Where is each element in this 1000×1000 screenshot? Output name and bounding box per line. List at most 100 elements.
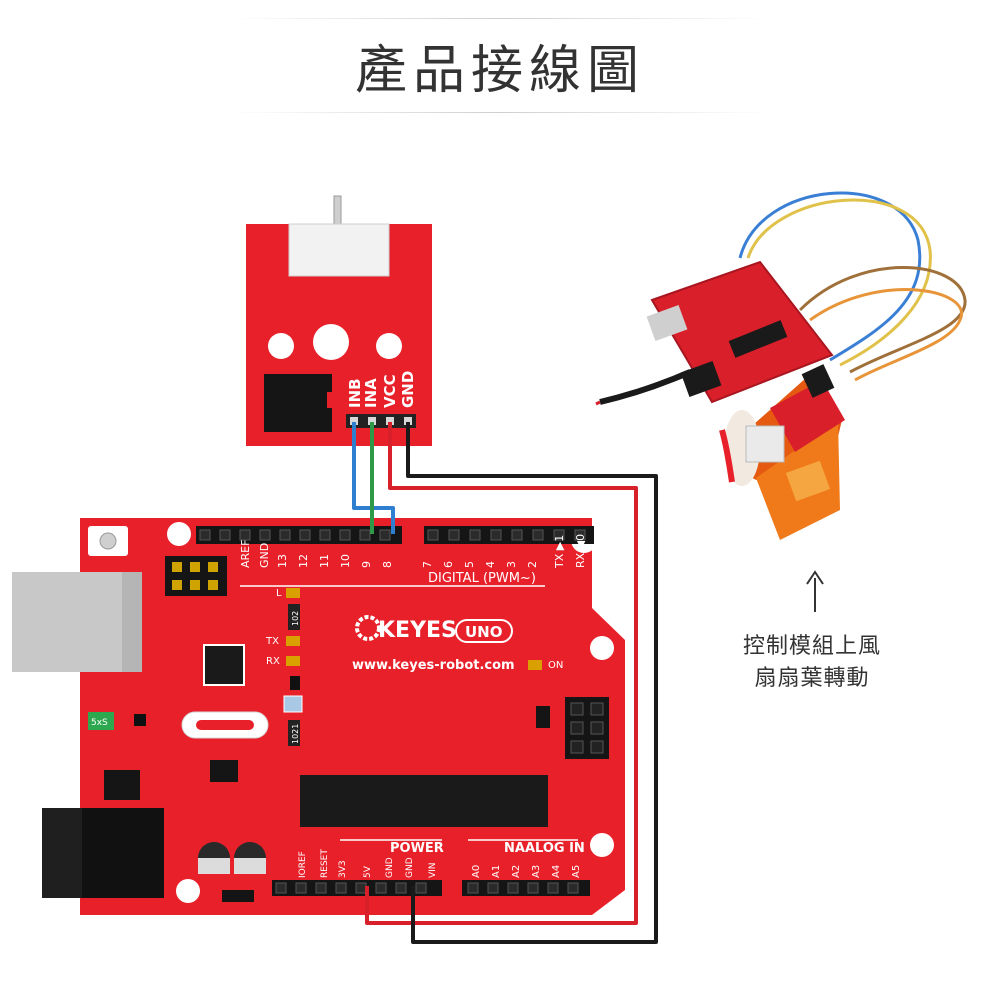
pin-label-2: 2 bbox=[526, 561, 539, 568]
svg-text:KEYES: KEYES bbox=[378, 618, 457, 643]
board-hole-4 bbox=[590, 833, 614, 857]
header-hole bbox=[448, 529, 460, 541]
pin-label-4: 4 bbox=[484, 561, 497, 568]
board-hole-3 bbox=[590, 636, 614, 660]
pin-label-12: 12 bbox=[297, 554, 310, 568]
photo-wire-orange bbox=[809, 288, 964, 382]
header-hole bbox=[275, 882, 287, 894]
pin-label-7: 7 bbox=[421, 561, 434, 568]
title-rule-bottom bbox=[230, 112, 770, 113]
led-tx bbox=[286, 636, 300, 646]
title-rule-top bbox=[230, 18, 770, 19]
mount-hole-right bbox=[376, 333, 402, 359]
pin-label-inb: INB bbox=[346, 378, 364, 408]
header-hole bbox=[553, 529, 565, 541]
keyes-logo: KEYES UNO bbox=[355, 615, 513, 643]
digital-label: DIGITAL (PWM~) bbox=[428, 571, 536, 586]
motor-shaft bbox=[333, 195, 342, 227]
pin-label-gnd: GND bbox=[258, 543, 271, 568]
module-pin-labels: INB INA VCC GND bbox=[346, 371, 417, 408]
header-hole bbox=[199, 529, 211, 541]
photo-usb bbox=[646, 304, 688, 342]
header-hole bbox=[259, 529, 271, 541]
header-hole bbox=[469, 529, 481, 541]
header-hole bbox=[299, 529, 311, 541]
led-on bbox=[528, 660, 542, 670]
analog-pin-label-a3: A3 bbox=[531, 865, 542, 878]
power-pin-label-ioref-0: IOREF bbox=[298, 851, 308, 878]
header-hole bbox=[359, 529, 371, 541]
led-l bbox=[286, 588, 300, 598]
usb-chip bbox=[203, 644, 245, 686]
power-label: POWER bbox=[390, 841, 444, 856]
photo-motor bbox=[745, 425, 785, 463]
pin-label-6: 6 bbox=[442, 561, 455, 568]
tx-label: TX bbox=[265, 636, 279, 647]
pin-label-13: 13 bbox=[276, 554, 289, 568]
header-hole bbox=[427, 529, 439, 541]
photo-wire-blue bbox=[738, 191, 922, 362]
header-hole bbox=[315, 882, 327, 894]
header-hole bbox=[319, 529, 331, 541]
power-pin-label-reset-1: RESET bbox=[320, 849, 330, 878]
caption-line-1: 控制模組上風 bbox=[742, 634, 881, 659]
driver-chip bbox=[264, 374, 332, 432]
header-hole bbox=[547, 882, 559, 894]
led-rx bbox=[286, 656, 300, 666]
usb-connector bbox=[12, 572, 142, 672]
pin-label-9: 9 bbox=[360, 561, 373, 568]
motor-body bbox=[288, 223, 390, 277]
crystal-small bbox=[283, 695, 303, 713]
digital-header-low bbox=[424, 526, 594, 544]
svg-text:UNO: UNO bbox=[465, 623, 503, 641]
page-title: 產品接線圖 bbox=[354, 41, 645, 101]
mount-hole-left bbox=[268, 333, 294, 359]
pin-label-8: 8 bbox=[381, 561, 394, 568]
product-photo bbox=[595, 191, 967, 540]
microcontroller bbox=[300, 775, 548, 827]
header-hole bbox=[527, 882, 539, 894]
analog-pin-label-a2: A2 bbox=[511, 865, 522, 878]
header-hole bbox=[507, 882, 519, 894]
module-pin-header bbox=[346, 414, 416, 428]
svg-text:102: 102 bbox=[291, 611, 300, 626]
photo-power-jack bbox=[680, 360, 722, 398]
svg-text:1021: 1021 bbox=[291, 724, 300, 744]
icsp-header-right bbox=[565, 697, 609, 759]
led-l-label: L bbox=[276, 588, 282, 599]
header-hole bbox=[511, 529, 523, 541]
header-hole bbox=[219, 529, 231, 541]
pin-label-tx1: TX ▶1 bbox=[553, 535, 566, 569]
header-hole bbox=[335, 882, 347, 894]
pin-label-10: 10 bbox=[339, 554, 352, 568]
analog-pin-label-a1: A1 bbox=[491, 865, 502, 878]
icsp-header-left bbox=[165, 556, 227, 596]
header-hole bbox=[279, 529, 291, 541]
pin-label-3: 3 bbox=[505, 561, 518, 568]
header-hole bbox=[415, 882, 427, 894]
board-hole-5 bbox=[176, 879, 200, 903]
wires bbox=[352, 422, 658, 944]
pin-label-ina: INA bbox=[362, 378, 380, 408]
header-hole bbox=[487, 882, 499, 894]
fan-module: INB INA VCC GND bbox=[246, 195, 432, 446]
power-pin-label-gnd-4: GND bbox=[385, 857, 395, 878]
header-hole bbox=[395, 882, 407, 894]
header-hole bbox=[295, 882, 307, 894]
analog-label: NAALOG IN bbox=[504, 841, 585, 856]
svg-text:ON: ON bbox=[548, 660, 563, 671]
photo-fan-module bbox=[770, 380, 845, 452]
rx-label: RX bbox=[266, 656, 280, 667]
mount-hole-center bbox=[313, 324, 349, 360]
power-pin-label-3v3-2: 3V3 bbox=[338, 860, 348, 878]
up-arrow-icon bbox=[806, 570, 824, 612]
analog-pin-label-a5: A5 bbox=[571, 865, 582, 878]
header-hole bbox=[490, 529, 502, 541]
power-pin-label-vin-6: VIN bbox=[428, 862, 438, 878]
header-hole bbox=[239, 529, 251, 541]
